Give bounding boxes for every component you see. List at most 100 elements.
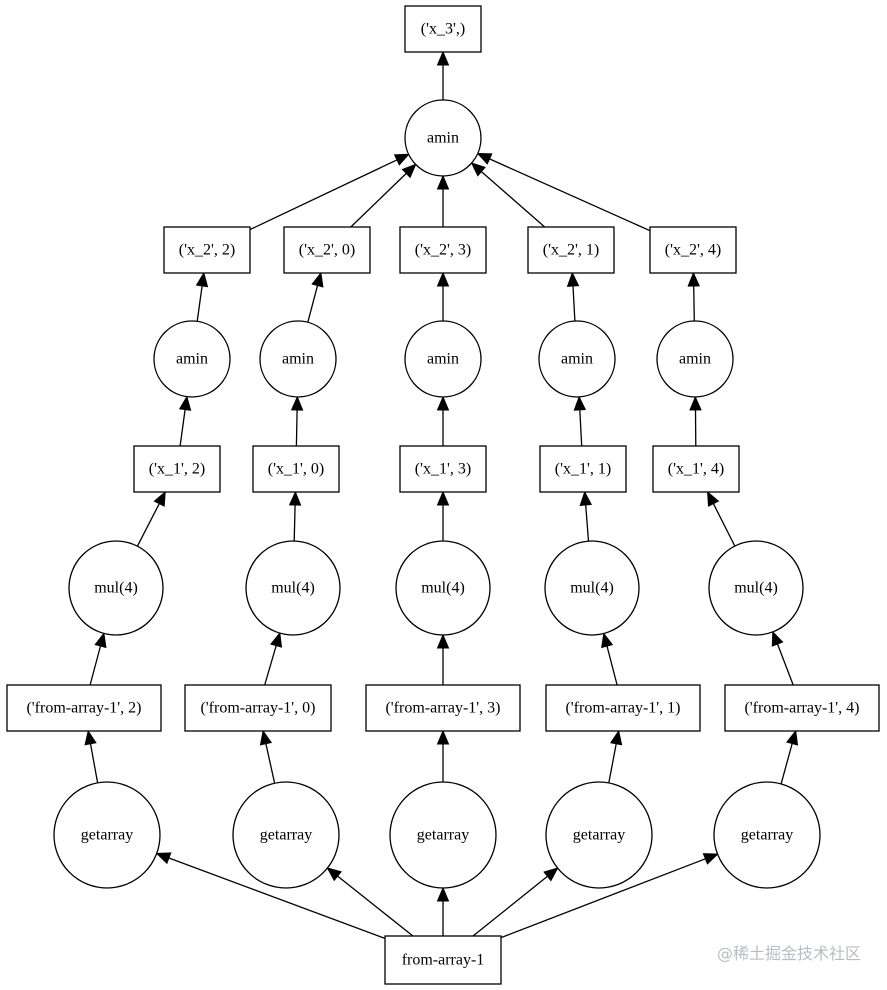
edge-line	[136, 503, 160, 547]
edge-amin_0-to-x2_0	[307, 271, 324, 323]
arrow-head-icon	[155, 852, 172, 865]
data-box	[184, 684, 332, 732]
node-mul-1: mul(4)	[544, 540, 640, 636]
edge-line	[350, 172, 407, 228]
node-x2-0: ('x_2', 0)	[283, 226, 371, 274]
arrow-head-icon	[436, 729, 450, 745]
edge-line	[585, 504, 590, 542]
edge-line	[489, 158, 651, 232]
node-mul-0: mul(4)	[245, 540, 341, 636]
graph-nodes: ('x_3',)amin('x_2', 2)('x_2', 0)('x_2', …	[6, 5, 880, 985]
arrow-head-icon	[436, 886, 450, 902]
edge-x2_4-to-amin_top	[476, 152, 651, 232]
arrow-head-icon	[573, 395, 587, 411]
node-fa-4: ('from-array-1', 4)	[724, 684, 880, 732]
node-label: ('from-array-1', 2)	[26, 700, 141, 717]
edge-get_3-to-fa_3	[436, 729, 450, 782]
edge-line	[776, 643, 794, 686]
node-root: from-array-1	[384, 935, 502, 985]
edge-x2_0-to-amin_top	[350, 163, 417, 228]
edge-line	[295, 409, 298, 447]
task-circle	[656, 320, 734, 398]
node-label: getarray	[573, 827, 625, 844]
edge-line	[293, 504, 296, 542]
node-label: ('x_1', 0)	[268, 461, 324, 478]
data-box	[539, 445, 627, 493]
data-box	[399, 445, 487, 493]
node-fa-3: ('from-array-1', 3)	[365, 684, 521, 732]
edge-mul_3-to-x1_3	[436, 490, 450, 541]
edge-amin_top-to-x3	[436, 50, 450, 100]
task-circle	[708, 540, 804, 636]
arrow-head-icon	[436, 271, 450, 287]
data-box	[404, 5, 482, 53]
node-label: mul(4)	[421, 580, 465, 597]
edge-mul_0-to-x1_0	[288, 490, 302, 542]
node-get-4: getarray	[713, 781, 821, 889]
node-label: ('x_1', 2)	[149, 461, 205, 478]
node-label: amin	[282, 351, 314, 368]
edge-line	[500, 858, 706, 939]
edge-get_4-to-fa_4	[780, 729, 799, 785]
node-label: getarray	[417, 827, 469, 844]
arrow-head-icon	[288, 490, 302, 506]
edge-amin_2-to-x2_2	[195, 271, 209, 322]
arrow-head-icon	[579, 490, 592, 506]
node-label: mul(4)	[570, 580, 614, 597]
task-circle	[544, 540, 640, 636]
node-get-2: getarray	[53, 781, 161, 889]
arrow-head-icon	[566, 271, 580, 287]
arrow-head-icon	[436, 490, 450, 506]
data-box	[283, 226, 371, 274]
node-get-1: getarray	[545, 781, 653, 889]
edge-line	[196, 285, 203, 322]
edge-amin_1-to-x2_1	[566, 271, 580, 322]
node-label: amin	[176, 351, 208, 368]
arrow-head-icon	[707, 490, 720, 507]
node-label: mul(4)	[271, 580, 315, 597]
node-x1-1: ('x_1', 1)	[539, 445, 627, 493]
arrow-head-icon	[609, 729, 623, 746]
node-x1-4: ('x_1', 4)	[652, 445, 740, 493]
edge-mul_4-to-x1_4	[707, 490, 736, 547]
node-x1-0: ('x_1', 0)	[252, 445, 340, 493]
data-box	[724, 684, 880, 732]
node-fa-2: ('from-array-1', 2)	[6, 684, 162, 732]
edge-line	[480, 171, 546, 228]
edge-get_0-to-fa_0	[259, 729, 276, 784]
task-circle	[68, 540, 164, 636]
data-box	[545, 684, 701, 732]
arrow-head-icon	[436, 50, 450, 66]
node-amin-0: amin	[259, 320, 337, 398]
edge-root-to-get_2	[155, 852, 386, 940]
task-circle	[404, 320, 482, 398]
node-label: ('x_2', 4)	[665, 242, 721, 259]
edge-line	[264, 645, 277, 686]
node-label: ('x_1', 3)	[415, 461, 471, 478]
data-box	[384, 935, 502, 985]
edge-x1_2-to-amin_2	[178, 395, 192, 447]
data-box	[365, 684, 521, 732]
node-amin-1: amin	[538, 320, 616, 398]
node-label: ('from-array-1', 3)	[385, 700, 500, 717]
edge-root-to-get_4	[500, 853, 719, 939]
node-get-0: getarray	[232, 781, 340, 889]
edge-x2_2-to-amin_top	[249, 153, 410, 231]
arrow-head-icon	[195, 271, 209, 288]
node-x2-4: ('x_2', 4)	[649, 226, 737, 274]
node-label: amin	[427, 351, 459, 368]
edge-fa_1-to-mul_1	[601, 632, 618, 686]
task-circle	[538, 320, 616, 398]
node-label: ('x_2', 2)	[179, 242, 235, 259]
node-x2-3: ('x_2', 3)	[399, 226, 487, 274]
task-circle	[245, 540, 341, 636]
data-box	[252, 445, 340, 493]
edge-line	[337, 875, 414, 937]
edge-line	[179, 409, 186, 447]
node-x1-3: ('x_1', 3)	[399, 445, 487, 493]
node-amin-4: amin	[656, 320, 734, 398]
arrow-head-icon	[470, 162, 486, 177]
node-label: ('x_1', 4)	[668, 461, 724, 478]
arrow-head-icon	[153, 490, 166, 507]
